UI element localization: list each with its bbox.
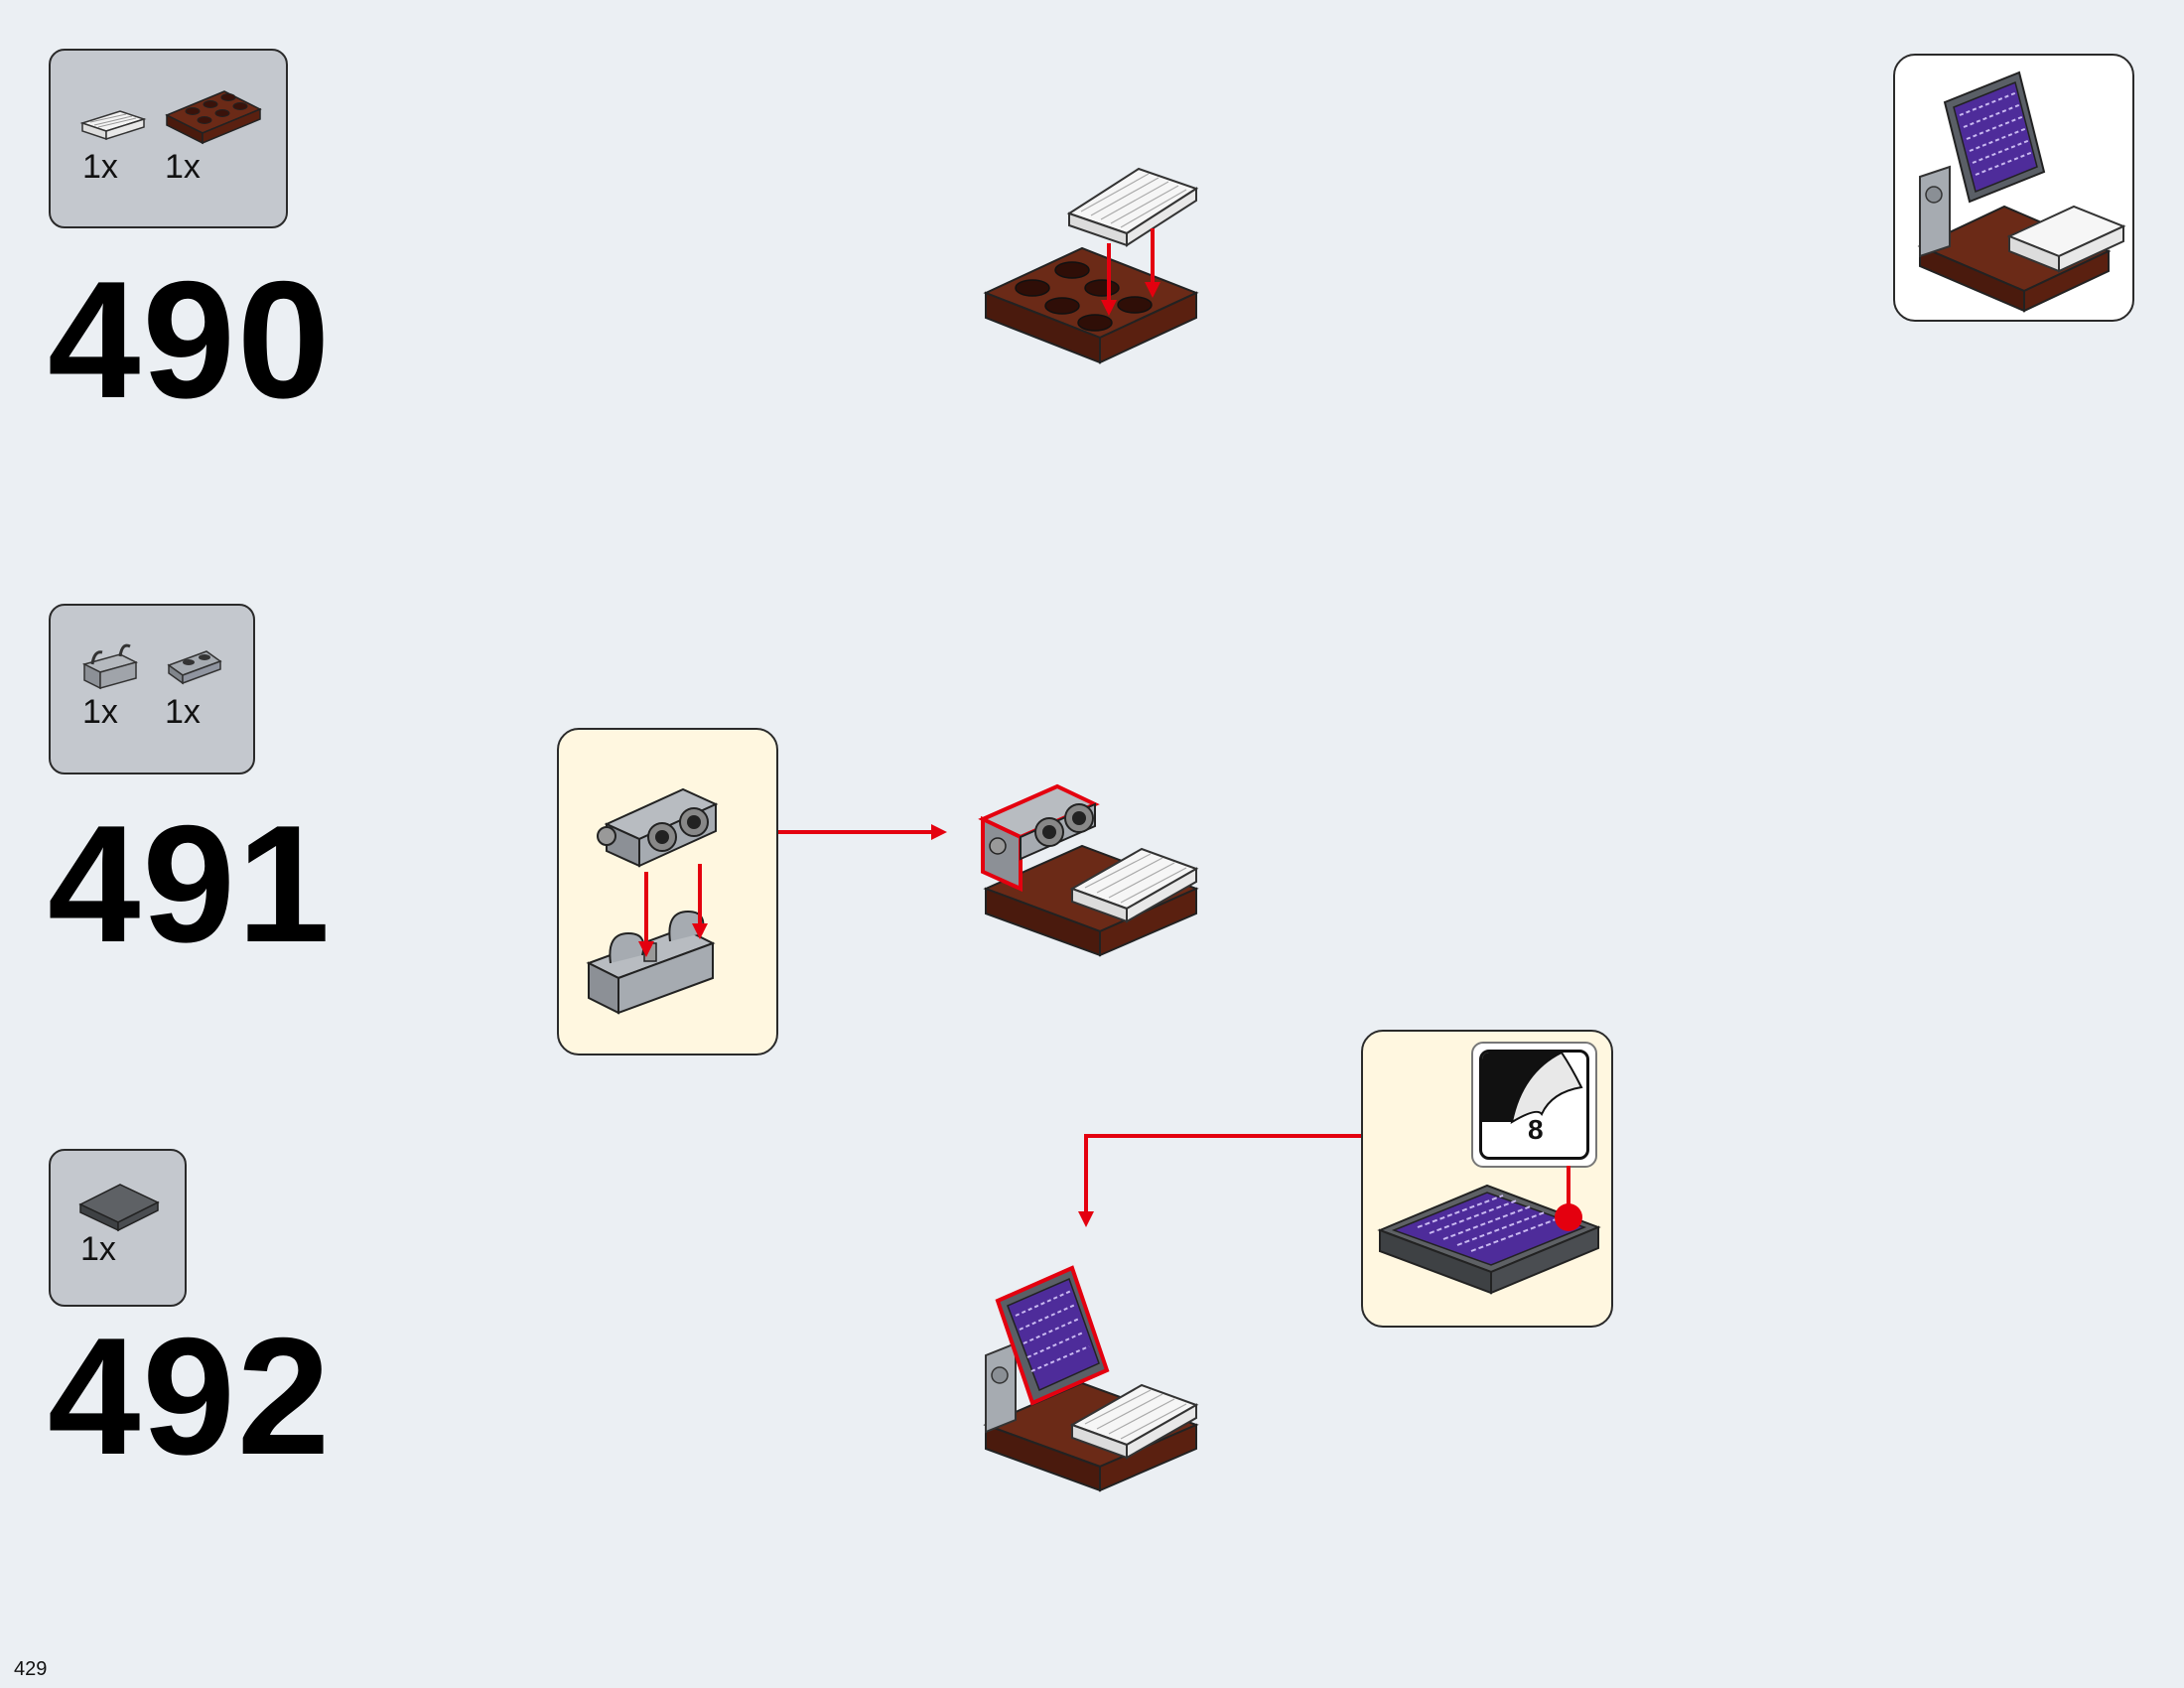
step-492-assembly [983, 1265, 1199, 1492]
brown-plate-icon [165, 90, 262, 145]
step-number: 491 [48, 790, 333, 977]
step-492-arrow [1078, 1134, 1361, 1227]
white-grille-tile-icon [79, 110, 147, 141]
step-491-assembly [978, 783, 1199, 957]
sticker-sheet-badge: 8 [1471, 1042, 1597, 1168]
hinge-sub-assembly [586, 787, 719, 1015]
screen-tile-with-sticker [1377, 1166, 1601, 1295]
step-number: 490 [48, 246, 333, 433]
gray-clip-bracket-icon [81, 643, 139, 690]
step-number: 492 [48, 1303, 333, 1489]
parts-list-491: 1x 1x [49, 604, 255, 774]
sticker-sheet-icon [1482, 1053, 1583, 1125]
dark-gray-tile-icon [78, 1184, 160, 1232]
parts-list-492: 1x [49, 1149, 187, 1307]
part-qty: 1x [82, 148, 118, 186]
gray-hinge-plate-icon [167, 650, 222, 685]
sticker-number: 8 [1528, 1114, 1544, 1145]
part-qty: 1x [165, 693, 201, 731]
page-number: 429 [14, 1658, 48, 1680]
sticker-callout: 8 [1361, 1030, 1613, 1328]
computer-model-icon [1917, 70, 2126, 313]
part-qty: 1x [82, 693, 118, 731]
step-490-assembly [983, 167, 1199, 364]
step-491-arrow [778, 824, 947, 840]
parts-list-490: 1x 1x [49, 49, 288, 228]
assembly-preview [1893, 54, 2134, 322]
part-qty: 1x [80, 1230, 116, 1268]
part-qty: 1x [165, 148, 201, 186]
sub-assembly-callout [557, 728, 778, 1055]
